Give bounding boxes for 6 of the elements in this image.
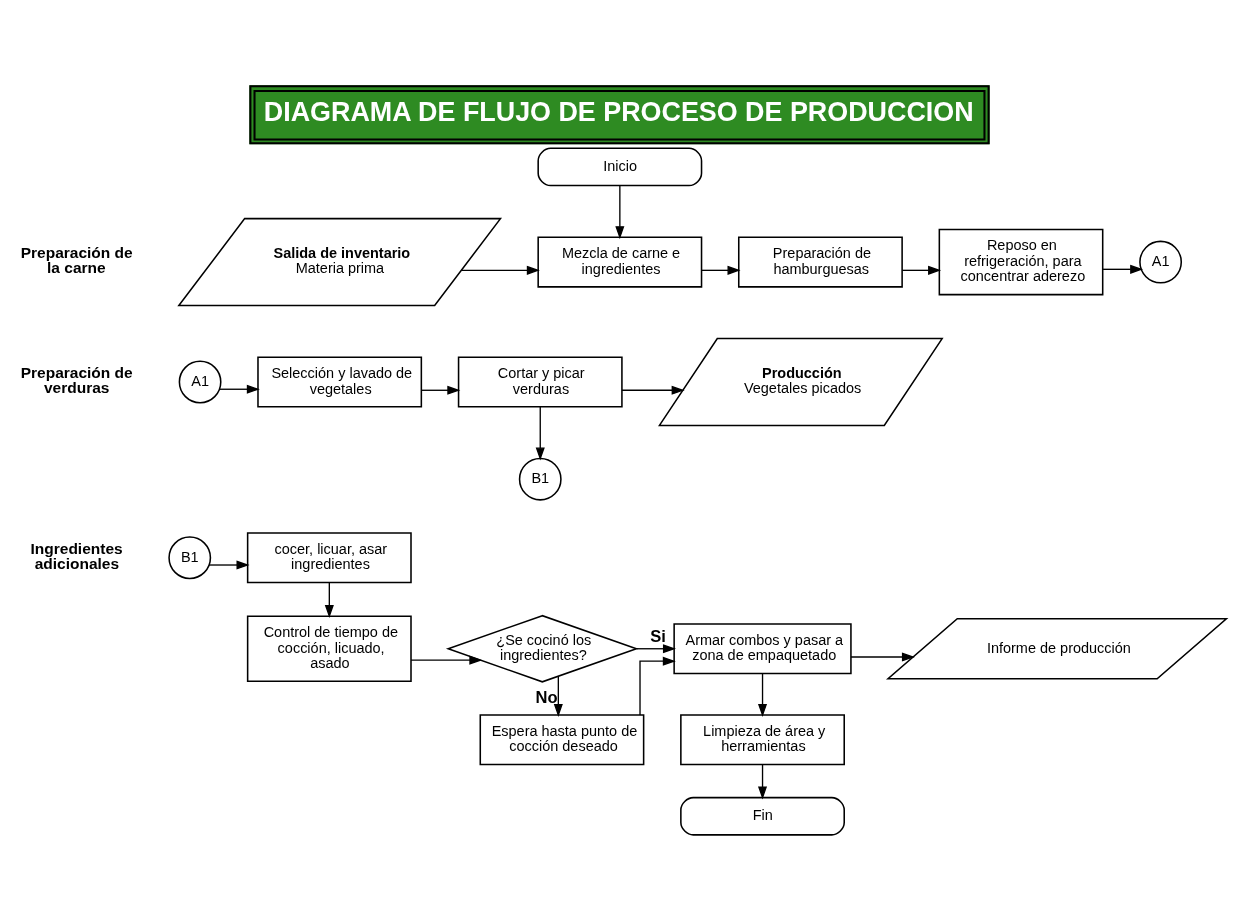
- edge-label: No: [535, 687, 558, 707]
- label: Preparación de verduras: [20, 363, 133, 396]
- label: Ingredientes adicionales: [30, 539, 123, 572]
- label: Preparación de la carne: [20, 243, 133, 276]
- diagram-title: DIAGRAMA DE FLUJO DE PROCESO DE PRODUCCION: [263, 96, 974, 127]
- edge-label: Si: [650, 626, 666, 646]
